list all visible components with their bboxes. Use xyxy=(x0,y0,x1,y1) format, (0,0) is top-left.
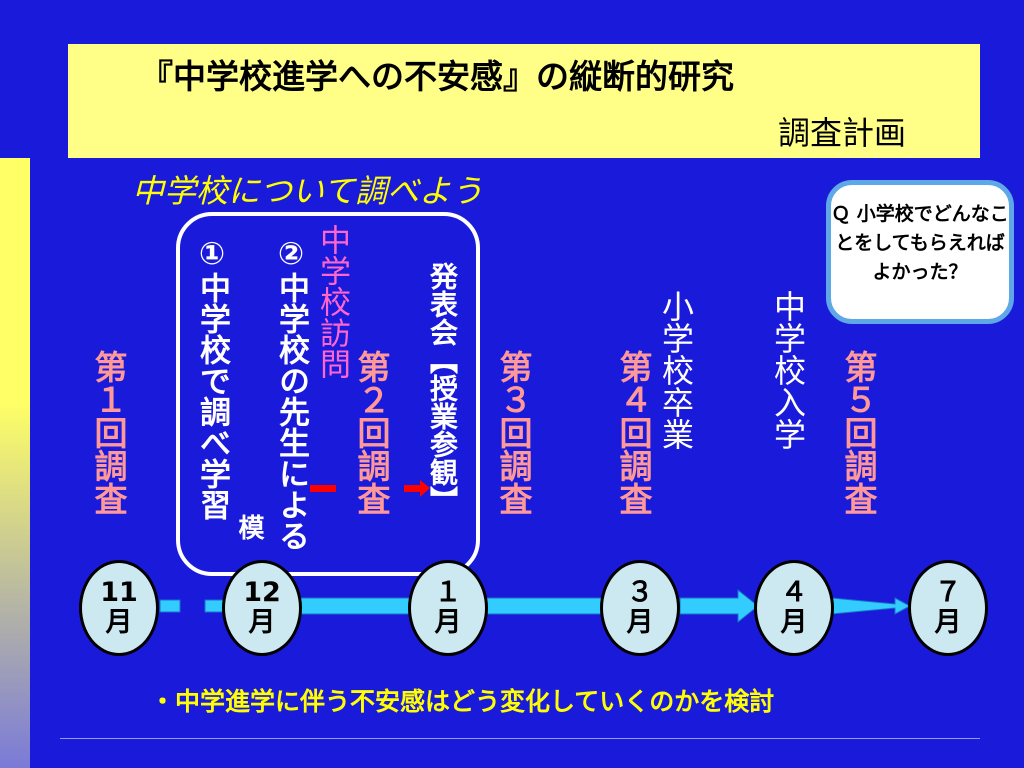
survey-4-label: 第４回調査 xyxy=(614,350,653,515)
month-unit: 月 xyxy=(780,607,808,638)
month-unit: 月 xyxy=(248,607,276,638)
month-node-jul: ７ 月 xyxy=(908,560,988,656)
month-number: ４ xyxy=(780,577,808,609)
month-unit: 月 xyxy=(434,607,462,638)
section-heading: 中学校について調べよう xyxy=(132,172,484,210)
slide-title: 『中学校進学への不安感』の縦断的研究 xyxy=(140,57,734,96)
month-node-nov: 11 月 xyxy=(79,560,159,656)
program-box xyxy=(176,212,480,576)
slide-subtitle: 調査計画 xyxy=(778,114,907,152)
timeline-arrow-1 xyxy=(679,588,759,624)
month-unit: 月 xyxy=(105,607,133,638)
timeline-segment-3 xyxy=(299,597,426,615)
timeline-arrow-2 xyxy=(831,597,912,615)
month-unit: 月 xyxy=(934,607,962,638)
timeline-segment-1 xyxy=(159,599,181,613)
month-number: ３ xyxy=(626,577,654,609)
bottom-divider xyxy=(60,738,980,739)
month-number: 11 xyxy=(100,577,138,609)
month-node-jan: １ 月 xyxy=(408,560,488,656)
step-research-label: ①中学校で調べ学習 xyxy=(194,236,230,520)
month-number: ７ xyxy=(934,577,962,609)
step-teacher-lesson-continued: 模 xyxy=(234,514,264,540)
red-arrow-shaft xyxy=(404,485,420,492)
conclusion-text: ・中学進学に伴う不安感はどう変化していくのかを検討 xyxy=(150,687,775,716)
survey-3-label: 第３回調査 xyxy=(494,350,533,515)
month-unit: 月 xyxy=(626,607,654,638)
school-visit-label: 中学校訪問 xyxy=(314,224,350,379)
month-node-dec: 12 月 xyxy=(222,560,302,656)
question-callout-text: Ｑ 小学校でどんなことをしてもらえればよかった？ xyxy=(831,203,1009,283)
month-number: 12 xyxy=(243,577,281,609)
survey-1-label: 第１回調査 xyxy=(89,350,128,515)
title-box xyxy=(68,44,980,158)
red-dash-marker xyxy=(310,485,336,492)
survey-2-label: 第２回調査 xyxy=(352,350,391,515)
step-teacher-lesson-label: ②中学校の先生による xyxy=(273,236,309,551)
graduation-label: 小学校卒業 xyxy=(657,290,695,450)
month-number: １ xyxy=(434,577,462,609)
red-arrow-head xyxy=(420,480,430,497)
month-node-apr: ４ 月 xyxy=(754,560,834,656)
survey-5-label: 第５回調査 xyxy=(839,350,878,515)
timeline-segment-4 xyxy=(484,597,606,615)
question-callout xyxy=(826,180,1014,324)
left-accent-bar xyxy=(0,158,30,768)
presentation-label: 発表会【授業参観】 xyxy=(426,262,459,514)
month-node-mar: ３ 月 xyxy=(600,560,680,656)
entrance-label: 中学校入学 xyxy=(769,290,807,450)
